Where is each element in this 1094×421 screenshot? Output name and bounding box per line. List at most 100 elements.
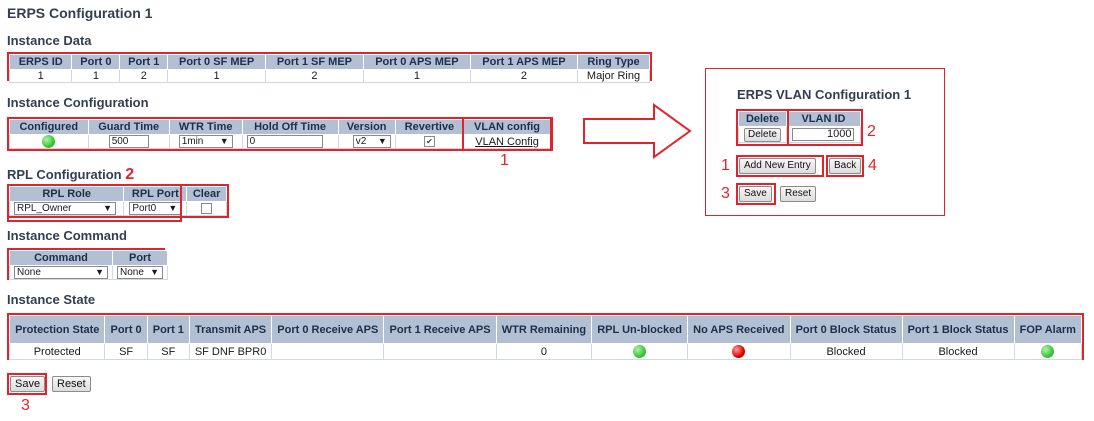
- rpl-port-value: Port0: [132, 203, 157, 214]
- reset-button[interactable]: Reset: [52, 376, 91, 392]
- col-port0: Port 0: [71, 54, 121, 70]
- instance-state-heading: Instance State: [7, 292, 96, 307]
- col-command-port: Port: [112, 250, 168, 266]
- cell-port1-sf-mep: 2: [265, 69, 364, 83]
- chevron-down-icon: ▼: [150, 267, 159, 277]
- vlan-reset-button[interactable]: Reset: [780, 186, 817, 202]
- back-callout-4: 4: [868, 157, 877, 174]
- cell-configured: [9, 134, 89, 149]
- back-button[interactable]: Back: [829, 158, 862, 174]
- cell-vlan-id: 1000: [785, 126, 862, 143]
- cell-port0-receive-aps: [271, 343, 385, 360]
- col-clear: Clear: [186, 186, 227, 202]
- cell-version: v2 ▼: [337, 134, 396, 149]
- vlan-id-input[interactable]: 1000: [792, 128, 855, 141]
- page-title: ERPS Configuration 1: [7, 5, 153, 21]
- command-port-select[interactable]: None ▼: [117, 266, 163, 279]
- col-port1: Port 1: [119, 54, 169, 70]
- col-port1-block-status: Port 1 Block Status: [901, 315, 1015, 344]
- guard-time-input[interactable]: 500: [108, 135, 149, 148]
- col-state-port1: Port 1: [146, 315, 190, 344]
- col-no-aps-received: No APS Received: [687, 315, 791, 344]
- cell-port1-receive-aps: [383, 343, 497, 360]
- cell-transmit-aps: SF DNF BPR0: [188, 343, 273, 360]
- vlan-table: Delete VLAN ID Delete 1000: [738, 111, 862, 143]
- cell-port1: 2: [119, 69, 169, 83]
- instance-configuration-table: Configured Guard Time WTR Time Hold Off …: [9, 119, 551, 149]
- col-rpl-port: RPL Port: [123, 186, 188, 202]
- vlan-save-callout-3: 3: [721, 185, 730, 202]
- cell-erps-id: 1: [8, 69, 73, 83]
- version-value: v2: [355, 136, 367, 147]
- vlan-save-highlight: [736, 183, 776, 205]
- col-erps-id: ERPS ID: [8, 54, 73, 70]
- add-new-entry-button[interactable]: Add New Entry: [739, 158, 816, 174]
- col-version: Version: [337, 119, 396, 135]
- chevron-down-icon: ▼: [377, 136, 387, 146]
- col-port1-aps-mep: Port 1 APS MEP: [469, 54, 579, 70]
- cell-guard-time: 500: [87, 134, 170, 149]
- col-port0-receive-aps: Port 0 Receive APS: [271, 315, 385, 344]
- cell-command: None▼: [9, 265, 113, 280]
- instance-command-heading: Instance Command: [7, 228, 127, 243]
- cell-state-port0: SF: [104, 343, 148, 360]
- rpl-configuration-heading: RPL Configuration 2: [7, 166, 134, 184]
- hold-off-time-input[interactable]: 0: [246, 135, 323, 148]
- cell-hold-off-time: 0: [241, 134, 339, 149]
- col-port1-receive-aps: Port 1 Receive APS: [383, 315, 497, 344]
- col-vlan-delete: Delete: [738, 111, 787, 127]
- rpl-role-port-highlight: [7, 184, 182, 222]
- command-select[interactable]: None▼: [14, 266, 108, 279]
- revertive-checkbox[interactable]: ✔: [423, 136, 435, 148]
- chevron-down-icon: ▼: [168, 203, 178, 213]
- command-port-value: None: [120, 267, 144, 278]
- cell-port1-aps-mep: 2: [469, 69, 579, 83]
- cell-wtr-remaining: 0: [495, 343, 593, 360]
- col-port0-sf-mep: Port 0 SF MEP: [167, 54, 267, 70]
- add-callout-1: 1: [721, 157, 730, 174]
- col-guard-time: Guard Time: [87, 119, 170, 135]
- rpl-configuration-title: RPL Configuration: [7, 167, 122, 182]
- chevron-down-icon: ▼: [103, 203, 112, 213]
- save-highlight: [7, 373, 47, 395]
- col-hold-off-time: Hold Off Time: [241, 119, 339, 135]
- rpl-unblocked-status-icon: [633, 345, 647, 358]
- wtr-time-select[interactable]: 1min ▼: [178, 135, 233, 148]
- version-select[interactable]: v2 ▼: [352, 135, 391, 148]
- callout-1: 1: [500, 152, 509, 169]
- clear-checkbox[interactable]: [201, 203, 213, 215]
- cell-port0: 1: [71, 69, 121, 83]
- vlan-panel-title: ERPS VLAN Configuration 1: [737, 87, 912, 102]
- callout-3: 3: [21, 397, 30, 414]
- vlan-save-button[interactable]: Save: [739, 186, 772, 202]
- instance-configuration-heading: Instance Configuration: [7, 95, 149, 110]
- cell-state-port1: SF: [146, 343, 190, 360]
- cell-vlan-delete: Delete: [738, 126, 787, 143]
- instance-state-table: Protection State Port 0 Port 1 Transmit …: [8, 315, 1083, 360]
- col-wtr-remaining: WTR Remaining: [495, 315, 593, 344]
- add-entry-highlight: [736, 155, 824, 177]
- col-revertive: Revertive: [394, 119, 465, 135]
- cell-fop-alarm: [1013, 343, 1083, 360]
- chevron-down-icon: ▼: [219, 136, 229, 146]
- col-port0-aps-mep: Port 0 APS MEP: [362, 54, 471, 70]
- save-button[interactable]: Save: [10, 376, 46, 392]
- vlan-delete-button[interactable]: Delete: [744, 127, 781, 142]
- vlan-config-link[interactable]: VLAN Config: [475, 135, 539, 148]
- col-wtr-time: WTR Time: [168, 119, 243, 135]
- cell-rpl-unblocked: [591, 343, 689, 360]
- cell-rpl-role: RPL_Owner▼: [8, 201, 125, 216]
- cell-protection-state: Protected: [8, 343, 106, 360]
- fop-alarm-status-icon: [1041, 345, 1055, 358]
- rpl-configuration-table: RPL Role RPL Port Clear RPL_Owner▼ Port0…: [8, 186, 227, 216]
- cell-rpl-port: Port0 ▼: [123, 201, 188, 216]
- cell-command-port: None ▼: [112, 265, 168, 280]
- vlan-callout-2: 2: [867, 123, 876, 140]
- cell-revertive: ✔: [394, 134, 465, 149]
- col-configured: Configured: [9, 119, 89, 135]
- col-command: Command: [9, 250, 113, 266]
- instance-data-heading: Instance Data: [7, 33, 92, 48]
- rpl-role-select[interactable]: RPL_Owner▼: [14, 202, 116, 215]
- command-value: None: [17, 267, 41, 278]
- wtr-time-value: 1min: [181, 136, 204, 147]
